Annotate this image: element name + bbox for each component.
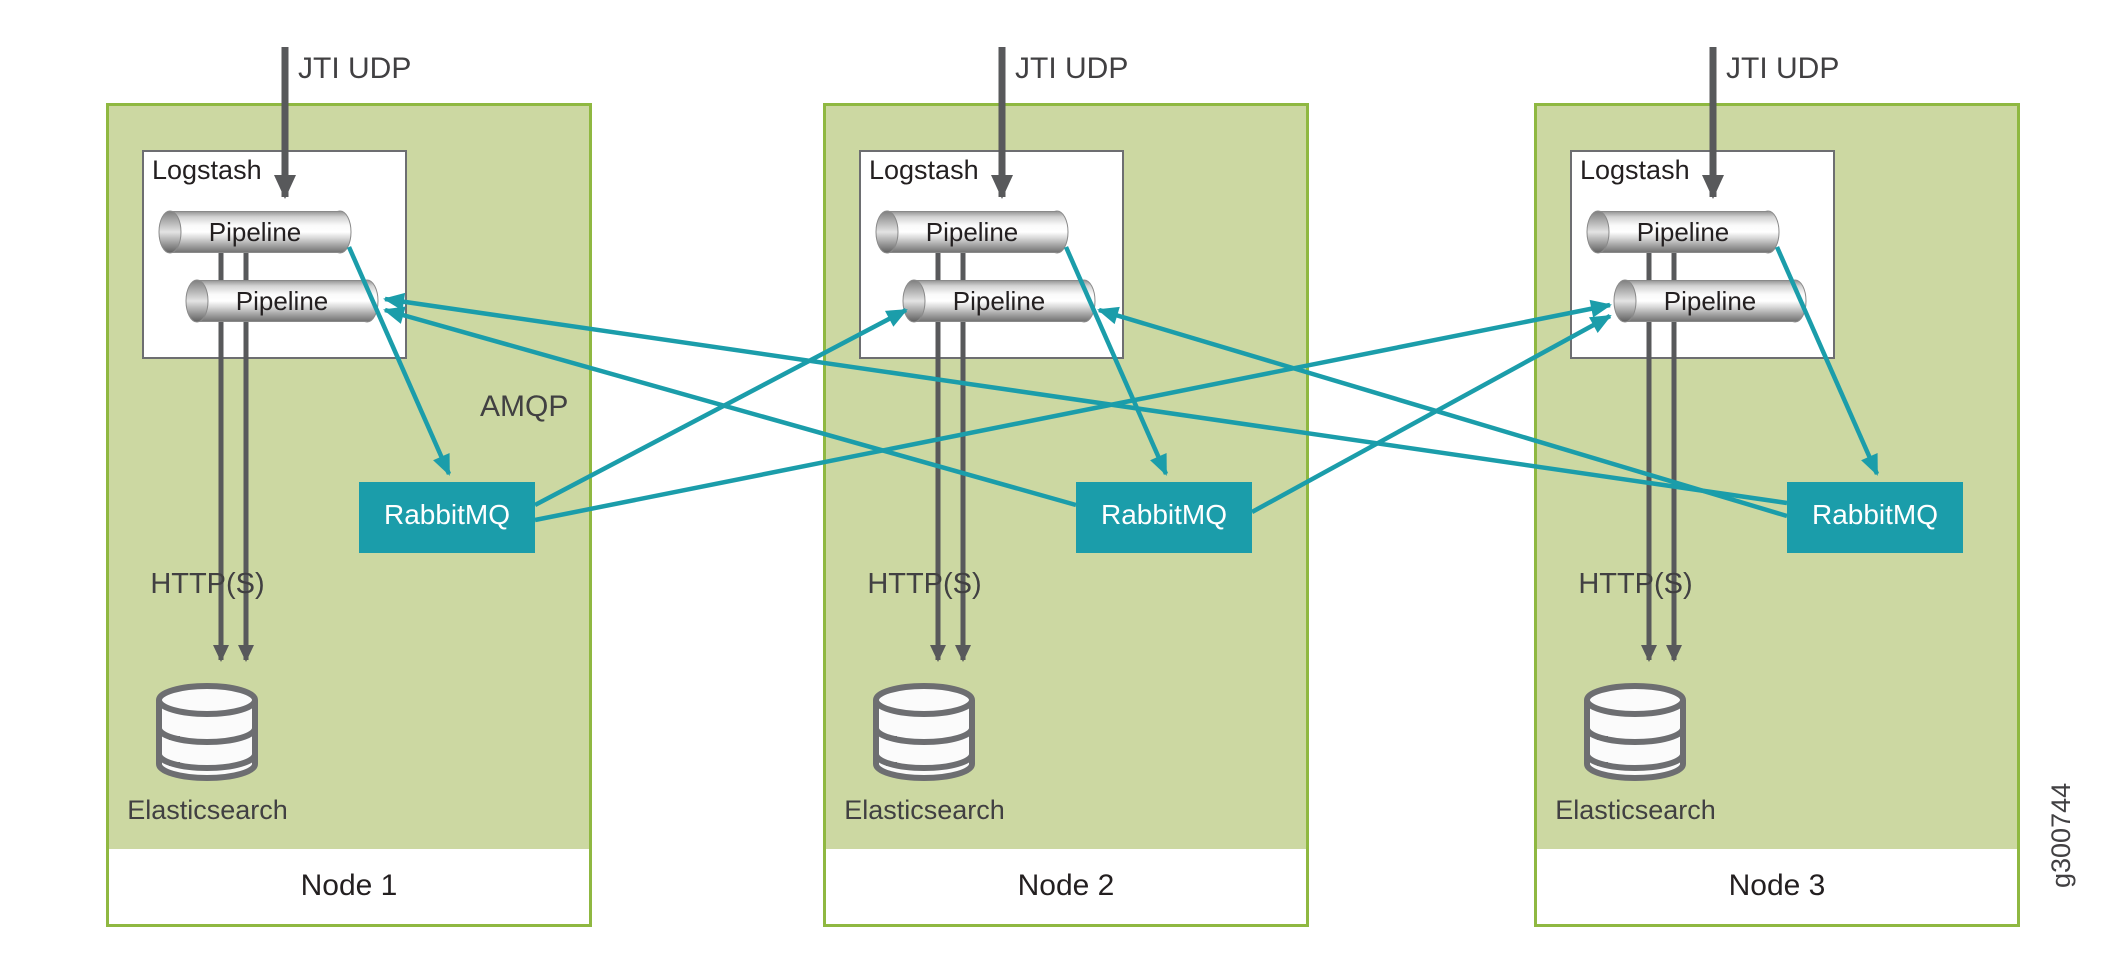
node-3-logstash-box [1570,150,1835,359]
node-3-container [1534,103,2020,927]
node-2-jti-udp-label: JTI UDP [1015,52,1129,85]
node-2-logstash-box [859,150,1124,359]
node-3-title-strip [1537,849,2017,924]
node-3-jti-udp-label: JTI UDP [1726,52,1840,85]
node-2-rabbitmq-box [1076,482,1252,553]
node-1-logstash-box [142,150,407,359]
node-1-jti-udp-label: JTI UDP [298,52,412,85]
node-1-title-strip [109,849,589,924]
node-3-rabbitmq-box [1787,482,1963,553]
figure-id-label: g300744 [2046,782,2076,888]
node-1-container [106,103,592,927]
node-2-container [823,103,1309,927]
node-2-title-strip [826,849,1306,924]
node-1-rabbitmq-box [359,482,535,553]
